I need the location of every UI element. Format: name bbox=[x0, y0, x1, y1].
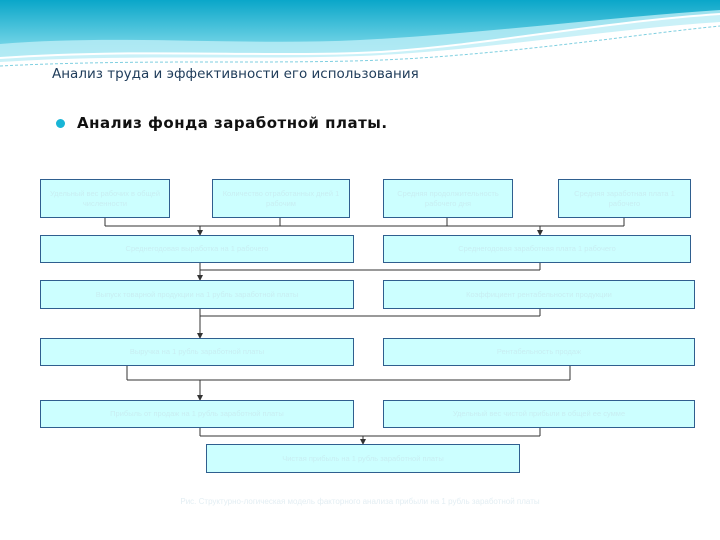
factor-box-annual-output: Среднегодовая выработка на 1 рабочего bbox=[40, 235, 354, 263]
factor-box-output-per-ruble: Выпуск товарной продукции на 1 рубль зар… bbox=[40, 280, 354, 309]
figure-caption: Рис. Структурно-логическая модель фактор… bbox=[180, 497, 540, 506]
factor-box-net-profit-share: Удельный вес чистой прибыли в общей ее с… bbox=[383, 400, 695, 428]
result-box-net-profit-per-ruble: Чистая прибыль на 1 рубль заработной пла… bbox=[206, 444, 520, 473]
factor-box-workday-length: Средняя продолжительность рабочего дня bbox=[383, 179, 513, 218]
slide-title: Анализ труда и эффективности его использ… bbox=[52, 66, 419, 82]
factor-box-sales-profitability: Рентабельность продаж bbox=[383, 338, 695, 366]
decorative-wave-header bbox=[0, 0, 720, 67]
factor-box-sales-profit-per-ruble: Прибыль от продаж на 1 рубль заработной … bbox=[40, 400, 354, 428]
factor-box-worker-share: Удельный вес рабочих в общей численности bbox=[40, 179, 170, 218]
factor-box-profitability-coef: Коэффициент рентабельности продукции bbox=[383, 280, 695, 309]
factor-box-days-worked: Количество отработанных дней 1 рабочим bbox=[212, 179, 350, 218]
factor-box-revenue-per-ruble: Выручка на 1 рубль заработной платы bbox=[40, 338, 354, 366]
factor-box-annual-wage: Среднегодовая заработная плата 1 рабочег… bbox=[383, 235, 691, 263]
bullet-item: Анализ фонда заработной платы. bbox=[56, 114, 388, 132]
bullet-text: Анализ фонда заработной платы. bbox=[77, 114, 388, 132]
bullet-dot-icon bbox=[56, 118, 65, 128]
factor-box-avg-wage: Средняя заработная плата 1 рабочего bbox=[558, 179, 691, 218]
